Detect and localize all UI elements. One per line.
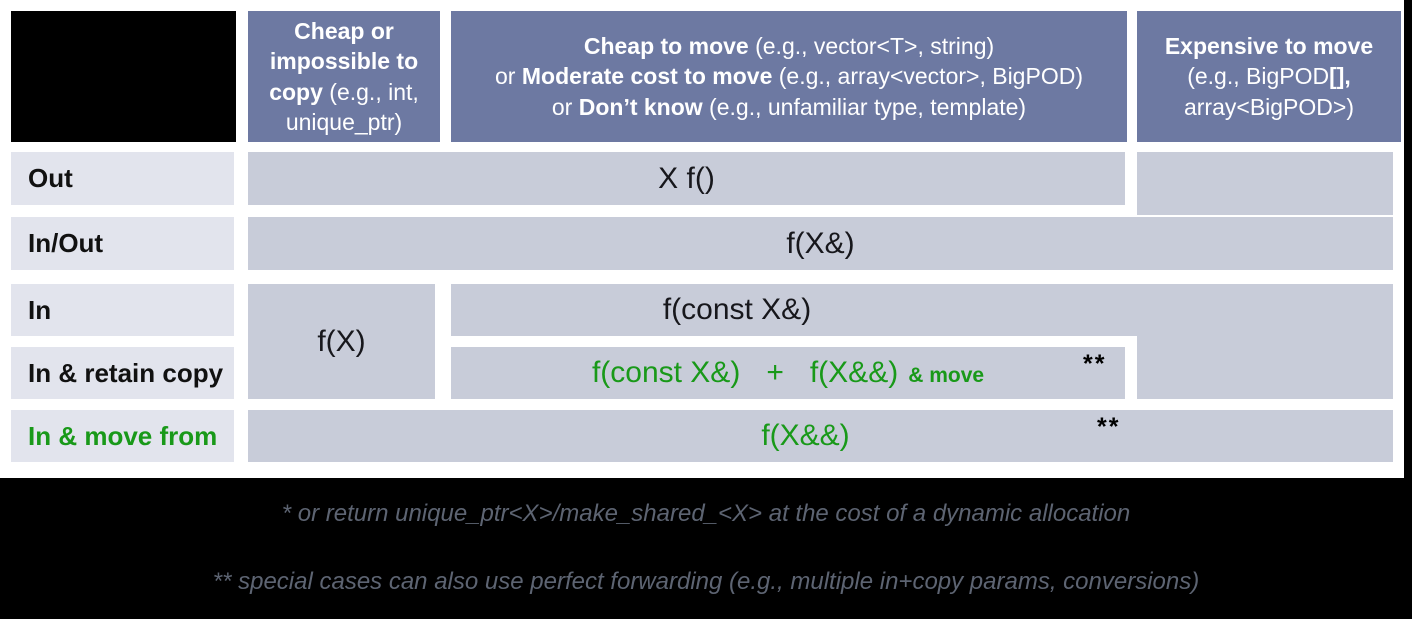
header-expensive-line3-text: array<BigPOD>) <box>1183 93 1354 120</box>
footnote-band: * or return unique_ptr<X>/make_shared_<X… <box>0 478 1412 619</box>
cell-out-expensive-empty <box>1137 152 1393 215</box>
header-cheap-to-copy-rest: (e.g., int, unique_ptr) <box>285 78 419 135</box>
cell-inout-signature: f(X&) <box>248 217 1393 270</box>
header-line1-bold: Cheap to move <box>583 32 749 59</box>
header-cheap-to-copy-bold: Cheap or impossible to copy <box>269 17 419 105</box>
header-expensive-to-move: Expensive to move (e.g., BigPOD[], array… <box>1137 11 1401 142</box>
row-label-in-move-from-text: In & move from <box>28 420 218 451</box>
footnote-perfect-forwarding: ** special cases can also use perfect fo… <box>212 568 1200 595</box>
cell-out-signature: X f() <box>248 152 1125 205</box>
row-label-out-text: Out <box>28 163 73 193</box>
header-line3-prefix: or <box>551 93 579 120</box>
header-cheap-to-copy-text: Cheap or impossible to copy (e.g., int, … <box>254 16 434 137</box>
cell-move-rvalue-ref-text: f(X&&) <box>761 419 850 452</box>
header-line2-rest: (e.g., array<vector>, BigPOD) <box>772 63 1083 90</box>
cell-retain-const-ref-text: f(const X&) <box>591 356 741 389</box>
cell-in-retain-copy-signature: f(const X&) + f(X&&) & move ** <box>451 347 1125 399</box>
cell-inout-signature-text: f(X&) <box>786 226 855 260</box>
header-cheap-to-move-line2: or Moderate cost to move (e.g., array<ve… <box>495 61 1083 91</box>
row-label-in-retain-copy-text: In & retain copy <box>28 357 224 388</box>
header-expensive-line1: Expensive to move <box>1165 31 1373 61</box>
row-label-inout: In/Out <box>11 217 234 270</box>
cell-retain-plus-text: + <box>766 356 784 389</box>
cell-retain-and-move-text: & move <box>908 364 985 387</box>
header-line1-rest: (e.g., vector<T>, string) <box>748 32 995 59</box>
header-cheap-to-move-line3: or Don’t know (e.g., unfamiliar type, te… <box>552 92 1026 122</box>
cell-move-double-asterisk: ** <box>1097 413 1121 441</box>
cell-in-by-value-text: f(X) <box>317 324 366 358</box>
cell-retain-double-asterisk: ** <box>1083 350 1107 378</box>
cell-retain-rvalue-ref-text: f(X&&) <box>809 356 899 389</box>
corner-black-block <box>11 11 236 142</box>
row-label-in-move-from: In & move from <box>11 410 234 462</box>
header-line2-prefix: or <box>495 63 522 90</box>
row-label-in: In <box>11 284 234 336</box>
header-line3-rest: (e.g., unfamiliar type, template) <box>702 93 1027 120</box>
header-expensive-bold: Expensive to move <box>1164 32 1374 59</box>
header-cheap-to-move-line1: Cheap to move (e.g., vector<T>, string) <box>584 31 994 61</box>
header-line2-bold: Moderate cost to move <box>521 63 773 90</box>
cell-in-const-ref-signature: f(const X&) <box>451 284 1393 336</box>
cell-out-signature-text: X f() <box>658 161 715 195</box>
header-expensive-line3: array<BigPOD>) <box>1184 92 1354 122</box>
cell-in-move-from-signature: f(X&&) ** <box>248 410 1393 462</box>
header-expensive-line2-bold: [], <box>1329 63 1351 90</box>
cell-in-const-ref-text: f(const X&) <box>662 293 812 326</box>
cell-in-expensive-empty <box>1137 336 1393 399</box>
footnote-dynamic-allocation: * or return unique_ptr<X>/make_shared_<X… <box>281 500 1131 527</box>
header-expensive-line2-rest: (e.g., BigPOD <box>1187 63 1330 90</box>
cell-in-by-value-signature: f(X) <box>248 284 435 399</box>
row-label-out: Out <box>11 152 234 205</box>
header-cheap-to-move: Cheap to move (e.g., vector<T>, string) … <box>451 11 1127 142</box>
header-cheap-to-copy: Cheap or impossible to copy (e.g., int, … <box>248 11 440 142</box>
row-label-in-retain-copy: In & retain copy <box>11 347 234 399</box>
row-label-inout-text: In/Out <box>28 228 104 258</box>
right-edge-border <box>1404 0 1412 619</box>
header-expensive-line2: (e.g., BigPOD[], <box>1187 61 1351 91</box>
header-line3-bold: Don’t know <box>578 93 703 120</box>
row-label-in-text: In <box>28 294 52 325</box>
